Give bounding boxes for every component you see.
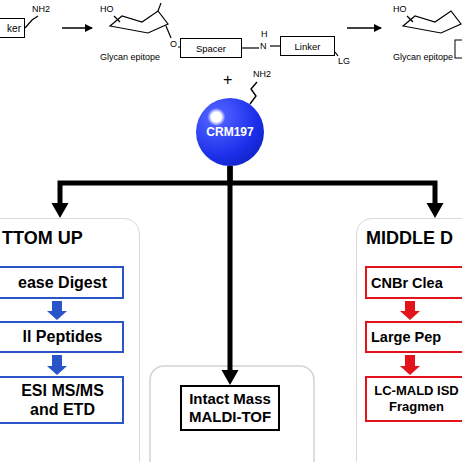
process-box: ll Peptides xyxy=(0,321,124,353)
node-text: CNBr Clea xyxy=(371,275,443,291)
process-box: Large Pep xyxy=(365,321,462,353)
protein-circle: CRM197 xyxy=(196,98,264,166)
lysine-chain xyxy=(250,82,257,104)
linker-box: Linker xyxy=(280,36,335,56)
reaction-arrow xyxy=(62,27,92,29)
branch-line xyxy=(230,166,435,205)
amine-chain xyxy=(25,16,38,28)
block-arrow-shaft xyxy=(405,301,415,311)
arrow-head xyxy=(47,366,67,375)
arrow-head xyxy=(222,370,239,385)
node-text: ESI MS/MS and ETD xyxy=(8,381,118,419)
chemical-group: H xyxy=(261,30,268,39)
connector xyxy=(222,166,239,385)
sugar-ring xyxy=(110,3,180,47)
reaction-arrow xyxy=(347,27,381,29)
bond-line xyxy=(270,45,280,46)
node-text: Intact Mass MALDI-TOF xyxy=(183,390,277,426)
connector xyxy=(230,166,444,218)
block-arrow-shaft xyxy=(52,301,62,311)
arrow-head xyxy=(427,203,444,218)
connector xyxy=(47,355,67,375)
molecule-box: ker xyxy=(0,18,25,38)
process-box: LC-MALD ISD Fragmen xyxy=(365,376,462,422)
node-text: ll Peptides xyxy=(22,328,102,346)
node-text: CRM197 xyxy=(206,125,253,139)
structure-label: Glycan epitope xyxy=(393,53,453,62)
arrow-head xyxy=(47,311,67,320)
panel-outline xyxy=(150,366,314,462)
bond-line xyxy=(335,52,338,56)
bond-line xyxy=(242,47,259,48)
branch-line xyxy=(60,166,230,205)
node-text: MIDDLE D xyxy=(366,228,453,249)
arrow-head xyxy=(400,366,420,375)
node-text: TTOM UP xyxy=(2,228,83,249)
connector xyxy=(400,355,420,375)
chemical-group: HO xyxy=(100,5,114,14)
node-text: LC-MALD ISD Fragmen xyxy=(371,383,462,414)
chemical-group: NH2 xyxy=(32,5,50,14)
process-box: Intact Mass MALDI-TOF xyxy=(180,385,280,431)
connector xyxy=(52,166,231,218)
branch-line xyxy=(228,166,233,372)
chemical-group: NH2 xyxy=(253,70,271,79)
chemical-group: O xyxy=(170,40,177,49)
process-box: ease Digest xyxy=(0,266,124,299)
sugar-ring xyxy=(403,11,461,33)
node-text: ease Digest xyxy=(18,274,107,292)
arrow-head xyxy=(52,203,69,218)
leaving-group: LG xyxy=(338,57,350,66)
chemical-group: N xyxy=(260,42,267,51)
process-box: CNBr Clea xyxy=(365,266,462,299)
structure-label: Glycan epitope xyxy=(100,53,160,62)
plus-sign: + xyxy=(223,72,232,88)
block-arrow-shaft xyxy=(52,355,62,366)
node-text: Spacer xyxy=(196,43,226,54)
node-text: Linker xyxy=(295,41,321,52)
node-text: Large Pep xyxy=(371,329,441,345)
block-arrow-shaft xyxy=(405,355,415,366)
connector xyxy=(47,301,67,320)
spacer-box: Spacer xyxy=(180,38,242,58)
arrow-head xyxy=(400,311,420,320)
method-panel: TTOM UP ease Digest ll PeptidesESI MS/MS a… xyxy=(0,218,140,462)
node-text: ker xyxy=(7,23,21,34)
method-panel: MIDDLE D CNBr CleaLarge PepLC-MALD ISD Fr… xyxy=(356,218,462,462)
spacer-box-fragment xyxy=(455,40,462,58)
connector xyxy=(400,301,420,320)
process-box: ESI MS/MS and ETD xyxy=(0,376,124,424)
chemical-group: HO xyxy=(393,5,407,14)
